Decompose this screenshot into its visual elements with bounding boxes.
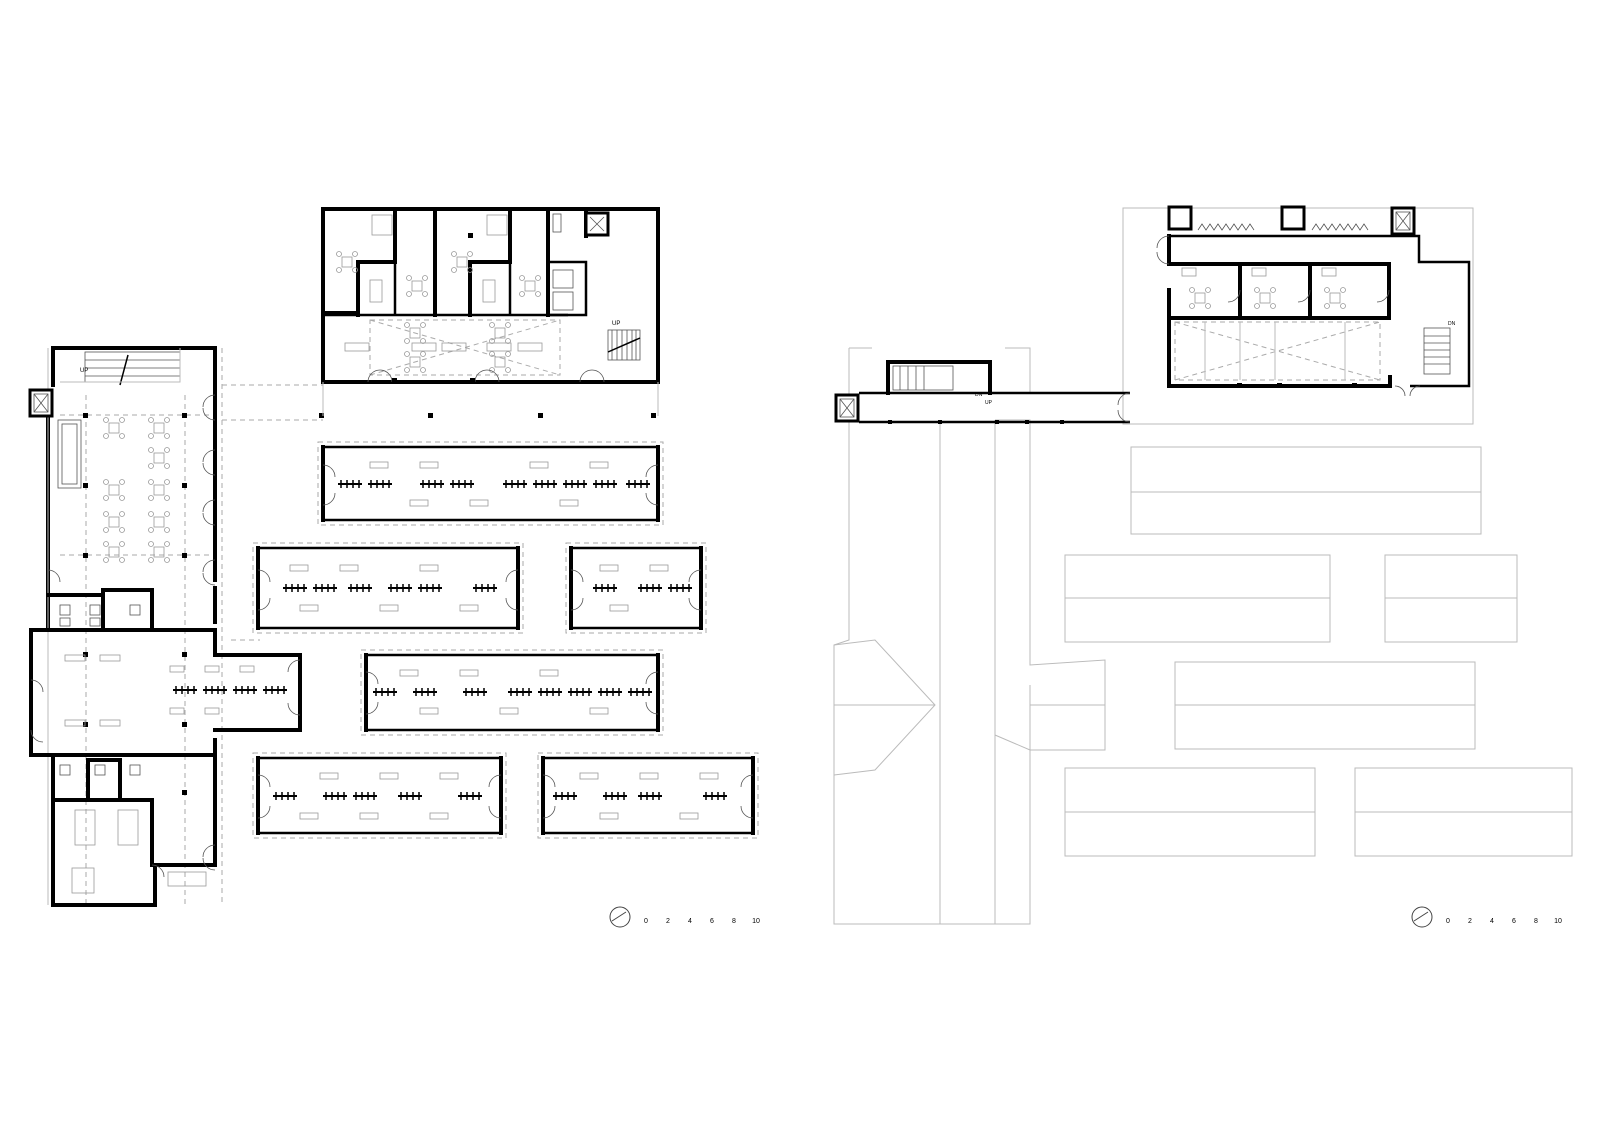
north-arrow-icon bbox=[1411, 906, 1433, 928]
scale-tick: 8 bbox=[732, 918, 736, 925]
scale-tick: 8 bbox=[1534, 918, 1538, 925]
scale-tick: 2 bbox=[1468, 918, 1472, 925]
bridge: DN bbox=[834, 360, 1131, 424]
lab-block-6 bbox=[537, 752, 759, 839]
roof-outline bbox=[833, 207, 1573, 925]
scale-tick: 6 bbox=[1512, 918, 1516, 925]
lab-block-1 bbox=[317, 441, 664, 526]
cross-wing bbox=[29, 628, 302, 757]
scale-tick: 10 bbox=[1554, 918, 1562, 925]
stair-label: DN bbox=[1448, 321, 1456, 327]
lab-block-5 bbox=[252, 752, 507, 839]
scale-tick: 10 bbox=[752, 918, 760, 925]
stair-label: UP bbox=[985, 400, 993, 406]
right-floor-plan: DN bbox=[833, 205, 1573, 928]
scale-tick: 4 bbox=[688, 918, 692, 925]
main-wing: UP bbox=[28, 346, 223, 905]
stair-icon bbox=[607, 329, 641, 361]
lab-block-3 bbox=[565, 542, 707, 634]
stair-label: UP bbox=[612, 321, 620, 327]
lab-block-4 bbox=[360, 649, 664, 736]
stair-label: DN bbox=[975, 392, 983, 398]
scale-tick: 0 bbox=[644, 918, 648, 925]
scale-bar-right: 0 2 4 6 8 10 bbox=[1446, 918, 1562, 925]
stair-label: UP bbox=[80, 368, 88, 374]
scale-tick: 0 bbox=[1446, 918, 1450, 925]
office-block: UP bbox=[319, 207, 660, 418]
scale-bar-left: 0 2 4 6 8 10 bbox=[644, 918, 760, 925]
lower-wing bbox=[51, 753, 217, 907]
scale-tick: 4 bbox=[1490, 918, 1494, 925]
scale-tick: 6 bbox=[710, 918, 714, 925]
upper-office-block: DN bbox=[1156, 205, 1471, 397]
north-arrow-icon bbox=[609, 906, 631, 928]
lab-block-2 bbox=[252, 542, 524, 634]
left-floor-plan: UP bbox=[28, 207, 760, 928]
scale-tick: 2 bbox=[666, 918, 670, 925]
